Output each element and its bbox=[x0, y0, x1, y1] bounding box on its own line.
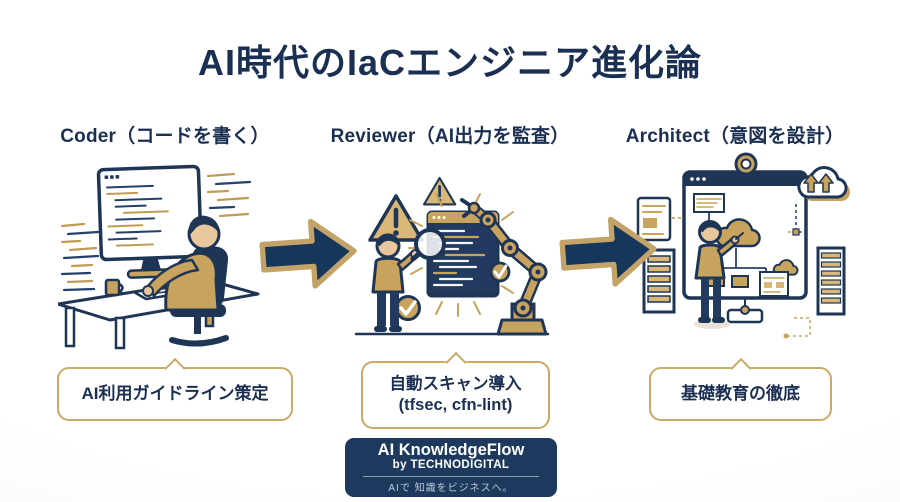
person-coder bbox=[142, 215, 221, 312]
check-badge-icon bbox=[395, 295, 421, 321]
stage-heading-reviewer: Reviewer（AI出力を監査） bbox=[330, 126, 570, 147]
monitor-icon bbox=[96, 164, 204, 279]
illustration-reviewer bbox=[350, 156, 554, 352]
brand-byline: by TECHNODIGITAL bbox=[392, 459, 510, 472]
server-rack-icon-left bbox=[642, 248, 676, 314]
action-label-text: 基礎教育の徹底 bbox=[681, 384, 800, 404]
arrow-right-icon bbox=[259, 218, 357, 289]
router-icon bbox=[726, 298, 764, 324]
server-rack-icon-right bbox=[816, 246, 846, 316]
bubble-notch bbox=[444, 351, 467, 374]
action-label-text: 自動スキャン導入 bbox=[389, 375, 522, 394]
action-label-text: AI利用ガイドライン策定 bbox=[81, 384, 269, 404]
stage-heading-architect: Architect（意図を設計） bbox=[625, 126, 845, 147]
brand-name: AI KnowledgeFlow bbox=[377, 441, 525, 460]
brand-tagline: AIで 知識をビジネスへ。 bbox=[388, 482, 514, 494]
arrow-right-icon bbox=[559, 216, 657, 287]
floating-code-lines bbox=[60, 172, 252, 292]
stage-heading-coder: Coder（コードを書く） bbox=[60, 126, 270, 147]
action-label-architect: 基礎教育の徹底 bbox=[649, 357, 832, 421]
document-card-icon bbox=[636, 196, 682, 242]
person-architect bbox=[694, 220, 744, 329]
bubble-notch bbox=[729, 357, 752, 380]
brand-divider bbox=[363, 475, 539, 477]
mug-icon bbox=[104, 278, 124, 297]
illustration-coder bbox=[58, 158, 262, 350]
action-label-coder: AI利用ガイドライン策定 bbox=[57, 357, 293, 421]
robot-arm-icon bbox=[460, 198, 548, 336]
check-badge-icon-small bbox=[489, 261, 511, 283]
action-label-reviewer: 自動スキャン導入 (tfsec, cfn-lint) bbox=[361, 351, 550, 429]
warning-triangle-icon bbox=[368, 194, 424, 242]
person-reviewer bbox=[371, 228, 446, 332]
action-label-text-line2: (tfsec, cfn-lint) bbox=[398, 396, 513, 414]
magnifier-icon bbox=[410, 228, 446, 262]
code-panel bbox=[426, 210, 500, 298]
donut-chart-icon bbox=[734, 152, 758, 176]
brand-badge: AI KnowledgeFlow by TECHNODIGITAL AIで 知識… bbox=[345, 438, 557, 497]
dashed-connectors bbox=[783, 204, 811, 339]
page-title: AI時代のIaCエンジニア進化論 bbox=[197, 42, 703, 83]
illustration-architect bbox=[636, 152, 850, 350]
bubble-notch bbox=[164, 357, 186, 380]
cloud-upload-icon bbox=[797, 166, 850, 202]
